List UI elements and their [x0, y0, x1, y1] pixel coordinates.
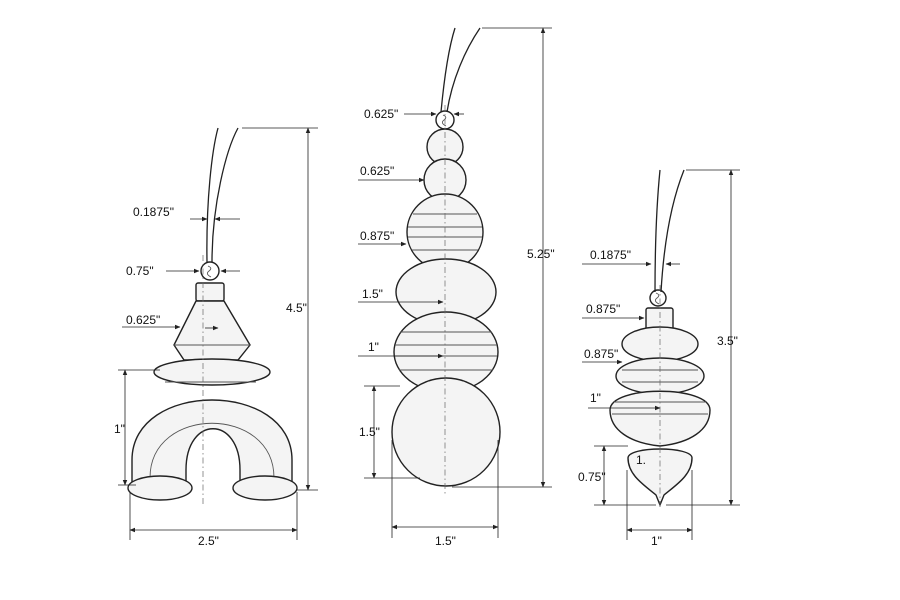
right-hook-ring	[649, 289, 667, 307]
left-dim-width-label: 2.5"	[198, 534, 219, 548]
center-bead-6	[391, 377, 501, 487]
left-hook-icon	[206, 265, 212, 278]
right-cord-inner	[660, 169, 685, 293]
right-tier-3	[609, 390, 711, 447]
left-ornament: 0.1875" 0.75" 0.625" 4.5" 1" 2.5"	[114, 127, 318, 548]
center-hook-icon	[441, 114, 447, 127]
left-foot-left	[127, 475, 193, 501]
center-dim-striped-label: 0.875"	[360, 229, 394, 243]
left-cord-inner	[211, 127, 239, 263]
left-cone	[173, 300, 251, 361]
center-cord-inner	[446, 27, 481, 113]
right-dim-width-label: 1"	[651, 534, 662, 548]
left-dim-height-label: 4.5"	[286, 301, 307, 315]
center-dim-width-label: 1.5"	[435, 534, 456, 548]
center-ornament: 0.625" 0.625" 0.875" 1.5" 1" 1.5" 5.25" …	[358, 27, 555, 548]
right-dim-upper-label: 0.875"	[584, 347, 618, 361]
left-cord-outer	[206, 127, 219, 263]
right-dim-height-label: 3.5"	[717, 334, 738, 348]
left-cap	[195, 282, 225, 302]
left-arch	[131, 399, 293, 486]
left-arch-inner	[149, 422, 275, 479]
center-dim-middle-label: 1.5"	[362, 287, 383, 301]
left-foot-right	[232, 475, 298, 501]
left-dim-cone-label: 0.625"	[126, 313, 160, 327]
right-cord-outer	[654, 169, 661, 293]
left-dim-cap-label: 0.75"	[126, 264, 154, 278]
left-hook-ring	[200, 261, 220, 281]
center-dim-small-label: 0.625"	[360, 164, 394, 178]
center-dim-top-label: 0.625"	[364, 107, 398, 121]
right-hook-icon	[654, 292, 660, 305]
right-dim-finial-label: 0.75"	[578, 470, 606, 484]
left-dim-cord-label: 0.1875"	[133, 205, 174, 219]
left-dim-arch-label: 1"	[114, 422, 125, 436]
right-dim-cord-label: 0.1875"	[590, 248, 631, 262]
right-finial-note: 1.	[636, 453, 646, 467]
center-dim-bottom-label: 1.5"	[359, 425, 380, 439]
center-dim-height-label: 5.25"	[527, 247, 555, 261]
center-cord-outer	[440, 27, 456, 113]
right-ornament: 1. 0.1875" 0.875" 0.875" 1" 0.75" 3.5" 1…	[578, 169, 740, 548]
right-dim-lower-label: 1"	[590, 391, 601, 405]
right-dim-cap-label: 0.875"	[586, 302, 620, 316]
left-disc	[153, 358, 271, 386]
center-dim-upper-label: 1"	[368, 340, 379, 354]
